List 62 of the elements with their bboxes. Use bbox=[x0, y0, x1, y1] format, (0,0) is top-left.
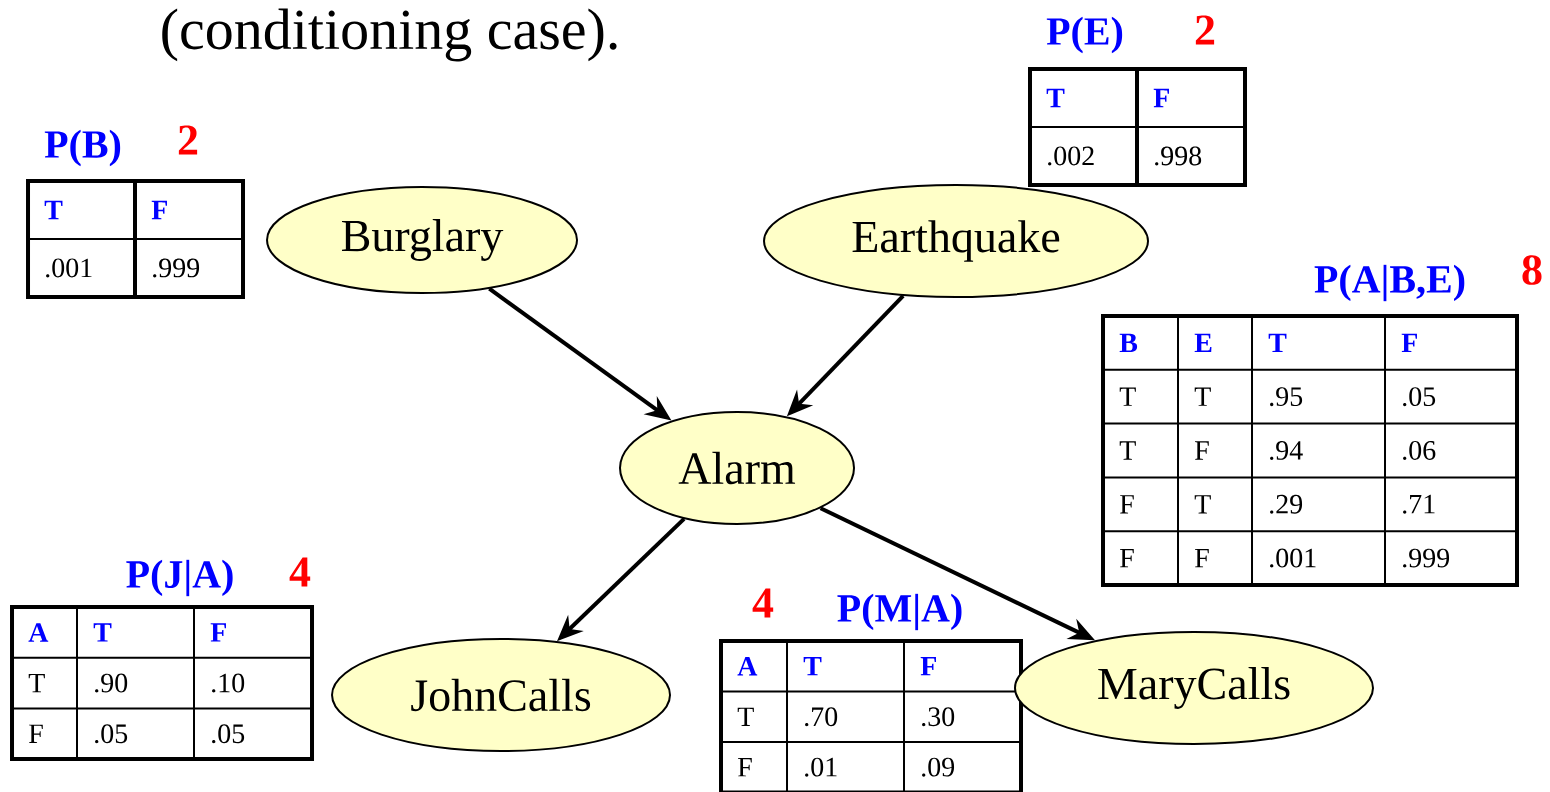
table-cell: .998 bbox=[1155, 146, 1202, 166]
column-header: B bbox=[1119, 333, 1138, 353]
parameter-count: 8 bbox=[1522, 255, 1542, 285]
column-header: T bbox=[803, 657, 822, 676]
table-cell: .05 bbox=[95, 724, 128, 744]
table-cell: .94 bbox=[1270, 441, 1303, 460]
column-header: E bbox=[1194, 333, 1212, 353]
column-header: A bbox=[737, 656, 758, 676]
table-cell: .001 bbox=[46, 258, 92, 278]
probability-table bbox=[10, 557, 314, 762]
table-title: P(M|A) bbox=[837, 593, 962, 631]
table-cell: .10 bbox=[212, 673, 245, 693]
table-cell: .09 bbox=[922, 757, 955, 777]
column-header: F bbox=[920, 657, 936, 676]
column-header: F bbox=[1401, 333, 1417, 353]
table-cell: .001 bbox=[1270, 548, 1316, 568]
table-cell: F bbox=[29, 724, 43, 743]
probability-table bbox=[1101, 255, 1542, 587]
column-header: A bbox=[28, 623, 49, 642]
table-cell: .999 bbox=[153, 258, 200, 278]
table-cell: T bbox=[1119, 387, 1136, 406]
table-cell: T bbox=[28, 673, 45, 693]
table-cell: .71 bbox=[1403, 494, 1435, 514]
table-cell: .95 bbox=[1270, 387, 1303, 407]
table-cell: .05 bbox=[212, 724, 245, 744]
column-header: F bbox=[1153, 88, 1169, 108]
column-header: T bbox=[44, 200, 63, 220]
table-title: P(E) bbox=[1046, 16, 1123, 54]
slide-text: (conditioning case). bbox=[162, 8, 617, 62]
table-cell: F bbox=[1195, 441, 1209, 460]
table-title: P(J|A) bbox=[126, 559, 233, 597]
table-title: P(A|B,E) bbox=[1314, 264, 1465, 302]
table-cell: T bbox=[737, 707, 754, 726]
table-cell: .002 bbox=[1048, 146, 1094, 166]
table-cell: .90 bbox=[95, 673, 128, 693]
table-cell: .29 bbox=[1270, 494, 1303, 514]
table-cell: .70 bbox=[805, 707, 838, 727]
table-cell: T bbox=[1194, 387, 1211, 406]
probability-table bbox=[1028, 15, 1247, 187]
table-cell: .06 bbox=[1403, 441, 1436, 460]
column-header: T bbox=[93, 623, 112, 642]
table-cell: F bbox=[1195, 548, 1209, 568]
table-cell: .999 bbox=[1403, 548, 1450, 568]
table-title: P(B) bbox=[44, 129, 121, 167]
table-cell: .05 bbox=[1403, 387, 1436, 407]
parameter-count: 4 bbox=[752, 588, 774, 618]
probability-table bbox=[26, 125, 245, 299]
parameter-count: 2 bbox=[1195, 15, 1215, 45]
table-cell: T bbox=[1119, 441, 1136, 460]
parameter-count: 4 bbox=[289, 557, 311, 587]
table-cell: F bbox=[738, 758, 752, 777]
table-cell: .30 bbox=[922, 707, 955, 727]
column-header: T bbox=[1268, 333, 1287, 353]
probability-table bbox=[719, 588, 1023, 792]
column-header: T bbox=[1046, 88, 1065, 108]
table-cell: F bbox=[1120, 548, 1134, 568]
table-cell: .01 bbox=[805, 757, 837, 777]
column-header: F bbox=[210, 623, 226, 642]
table-cell: T bbox=[1194, 495, 1211, 514]
table-cell: F bbox=[1120, 495, 1134, 514]
parameter-count: 2 bbox=[178, 125, 198, 155]
column-header: F bbox=[151, 200, 167, 220]
